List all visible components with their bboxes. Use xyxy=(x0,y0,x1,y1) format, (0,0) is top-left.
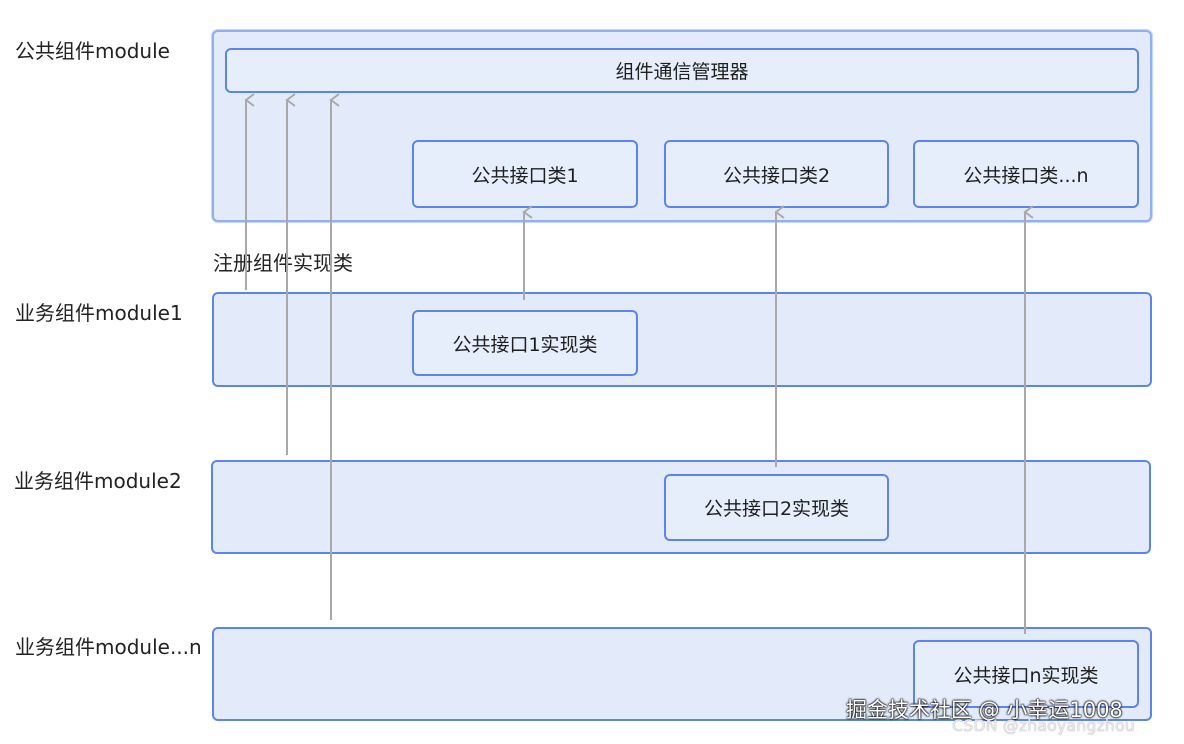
business-module1-container xyxy=(212,292,1152,387)
business-module2-label: 业务组件module2 xyxy=(14,469,182,493)
public-module-label: 公共组件module xyxy=(15,39,170,63)
business-module1-label: 业务组件module1 xyxy=(15,301,183,325)
register-label: 注册组件实现类 xyxy=(213,251,353,275)
public-interface-1: 公共接口类1 xyxy=(412,140,638,208)
public-interface-n: 公共接口类...n xyxy=(913,140,1139,208)
business-module-n-label: 业务组件module...n xyxy=(15,635,202,659)
interface-n-impl: 公共接口n实现类 xyxy=(913,640,1139,708)
interface-1-impl: 公共接口1实现类 xyxy=(412,310,638,376)
interface-2-impl: 公共接口2实现类 xyxy=(664,474,889,541)
watermark-csdn: CSDN @zhaoyangzhou xyxy=(952,716,1135,735)
public-interface-2: 公共接口类2 xyxy=(664,140,889,208)
watermark-juejin: 掘金技术社区 @ 小幸运1008 xyxy=(846,698,1123,722)
component-communication-manager: 组件通信管理器 xyxy=(225,48,1139,93)
